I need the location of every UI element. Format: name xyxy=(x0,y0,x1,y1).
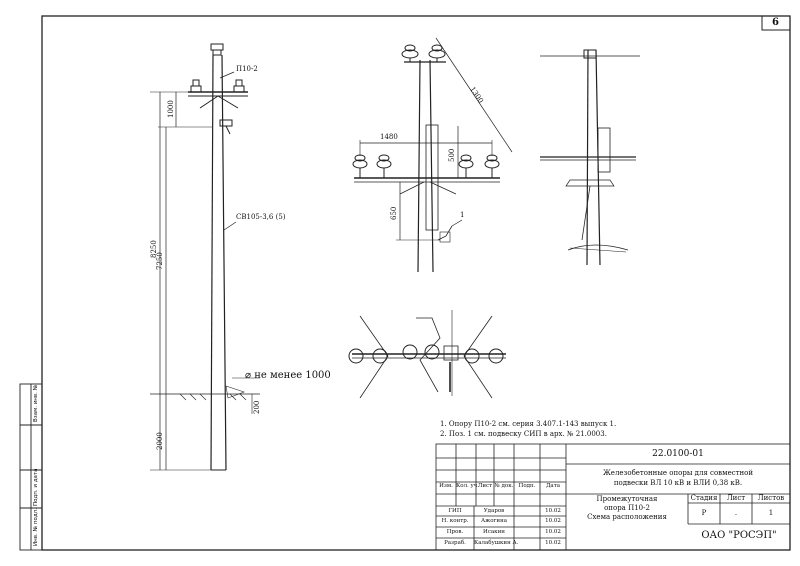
name-developed: Калабушкин А. xyxy=(474,540,519,546)
dim-above-ground: 7250 xyxy=(156,252,164,270)
project-line-2: подвески ВЛ 10 кВ и ВЛИ 0,38 кВ. xyxy=(613,479,743,487)
pole-type-label: П10-2 xyxy=(236,65,258,73)
stamp-label-inventory: Инв. № подл. xyxy=(33,508,39,546)
top-insulator-left xyxy=(401,44,419,62)
date-gip: 10.02 xyxy=(545,508,561,514)
role-gip: ГИП xyxy=(448,508,462,514)
dim-base: 200 xyxy=(253,400,261,414)
pole-profile-view xyxy=(540,49,640,266)
title-block-grid xyxy=(435,443,791,551)
date-developed: 10.02 xyxy=(545,540,561,546)
header-docnum: № док. xyxy=(494,483,514,489)
dim-vertical-lower: 650 xyxy=(390,206,398,220)
top-insulator-right xyxy=(428,44,446,62)
burial-note: ⌀ не менее 1000 xyxy=(245,370,331,381)
page-number: 6 xyxy=(772,17,779,28)
dim-below-ground: 2000 xyxy=(156,432,164,450)
header-signature: Подп. xyxy=(518,483,536,489)
header-date: Дата xyxy=(545,483,561,489)
header-sheet: Лист xyxy=(477,483,493,489)
drawing-title-1: Промежуточная xyxy=(596,495,658,503)
project-line-1: Железобетонные опоры для совместной xyxy=(602,469,754,477)
left-stamp xyxy=(19,383,43,551)
date-norm-control: 10.02 xyxy=(545,518,561,524)
dim-top: 1000 xyxy=(167,100,175,118)
note-2: 2. Поз. 1 см. подвеску СИП в арх. № 21.0… xyxy=(440,430,607,438)
organization: ОАО "РОСЭП" xyxy=(701,530,777,541)
post-type-label: СВ105-3,6 (5) xyxy=(236,213,286,221)
dim-crossarm-width: 1480 xyxy=(380,133,398,141)
sheet-header: Лист xyxy=(726,494,746,502)
header-change: Изм. xyxy=(439,483,453,489)
callout-number: 1 xyxy=(460,211,465,219)
sheets-header: Листов xyxy=(757,494,785,502)
pole-plan-view xyxy=(348,310,506,399)
drawing-title-3: Схема расположения xyxy=(587,513,667,521)
name-gip: Ударов xyxy=(483,508,505,514)
name-checked: Исакин xyxy=(483,529,505,535)
stage-header: Стадия xyxy=(690,494,718,502)
insulator-right xyxy=(233,79,245,93)
sheet-value: . xyxy=(734,509,738,517)
role-developed: Разраб. xyxy=(444,540,466,546)
date-checked: 10.02 xyxy=(545,529,561,535)
pole-side-view xyxy=(150,43,260,471)
page-number-box xyxy=(761,15,791,31)
pole-front-view xyxy=(352,37,513,273)
role-norm-control: Н. контр. xyxy=(441,518,469,524)
dim-vertical-upper: 500 xyxy=(448,148,456,162)
role-checked: Пров. xyxy=(446,529,464,535)
header-count: Кол. уч. xyxy=(456,483,480,489)
name-norm-control: Ажогина xyxy=(480,518,508,524)
note-1: 1. Опору П10-2 см. серия 3.407.1-143 вып… xyxy=(440,420,617,428)
stamp-label-replace: Взам. инв. № xyxy=(33,384,39,422)
sheet-frame xyxy=(41,15,791,551)
doc-number: 22.0100-01 xyxy=(652,449,704,459)
stamp-label-signature: Подп. и дата xyxy=(33,468,39,506)
insulator-left xyxy=(190,79,202,93)
drawing-title-2: опора П10-2 xyxy=(604,504,650,512)
stage-value: Р xyxy=(701,509,707,517)
sheets-value: 1 xyxy=(768,509,774,517)
